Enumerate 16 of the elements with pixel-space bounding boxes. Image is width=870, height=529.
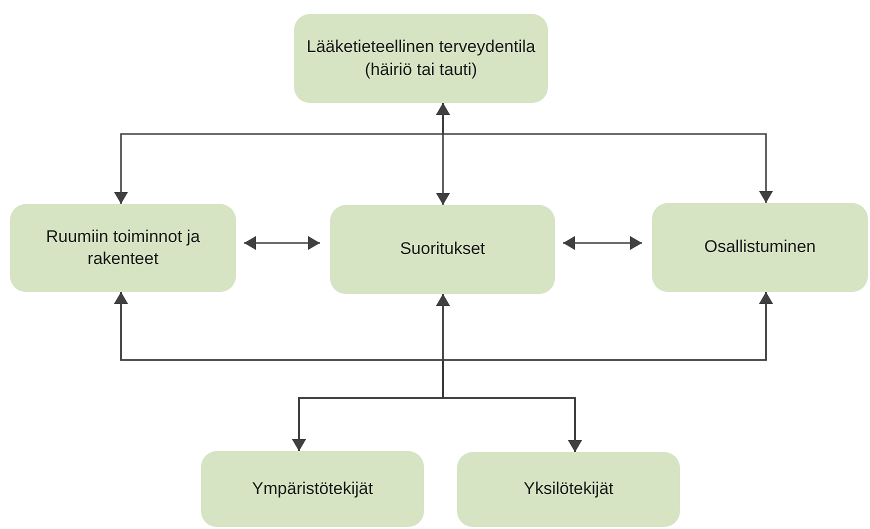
- process-box: [201, 451, 424, 527]
- process-box: [652, 203, 868, 292]
- node-label: Ympäristötekijät: [252, 478, 373, 500]
- process-box: [330, 205, 555, 294]
- process-box: [294, 14, 548, 103]
- arrow: [436, 103, 773, 203]
- arrow: [244, 236, 320, 250]
- process-box: [10, 204, 236, 292]
- arrow: [563, 236, 642, 250]
- node-label: Osallistuminen: [704, 236, 816, 258]
- node-label: Ruumiin toiminnot ja rakenteet: [44, 226, 201, 270]
- node-label: Suoritukset: [400, 238, 486, 260]
- arrow: [442, 292, 773, 452]
- process-box: [457, 452, 680, 527]
- node-label: Yksilötekijät: [524, 478, 614, 500]
- node-label: Lääketieteellinen terveydentila (häiriö tai tauti): [306, 36, 536, 80]
